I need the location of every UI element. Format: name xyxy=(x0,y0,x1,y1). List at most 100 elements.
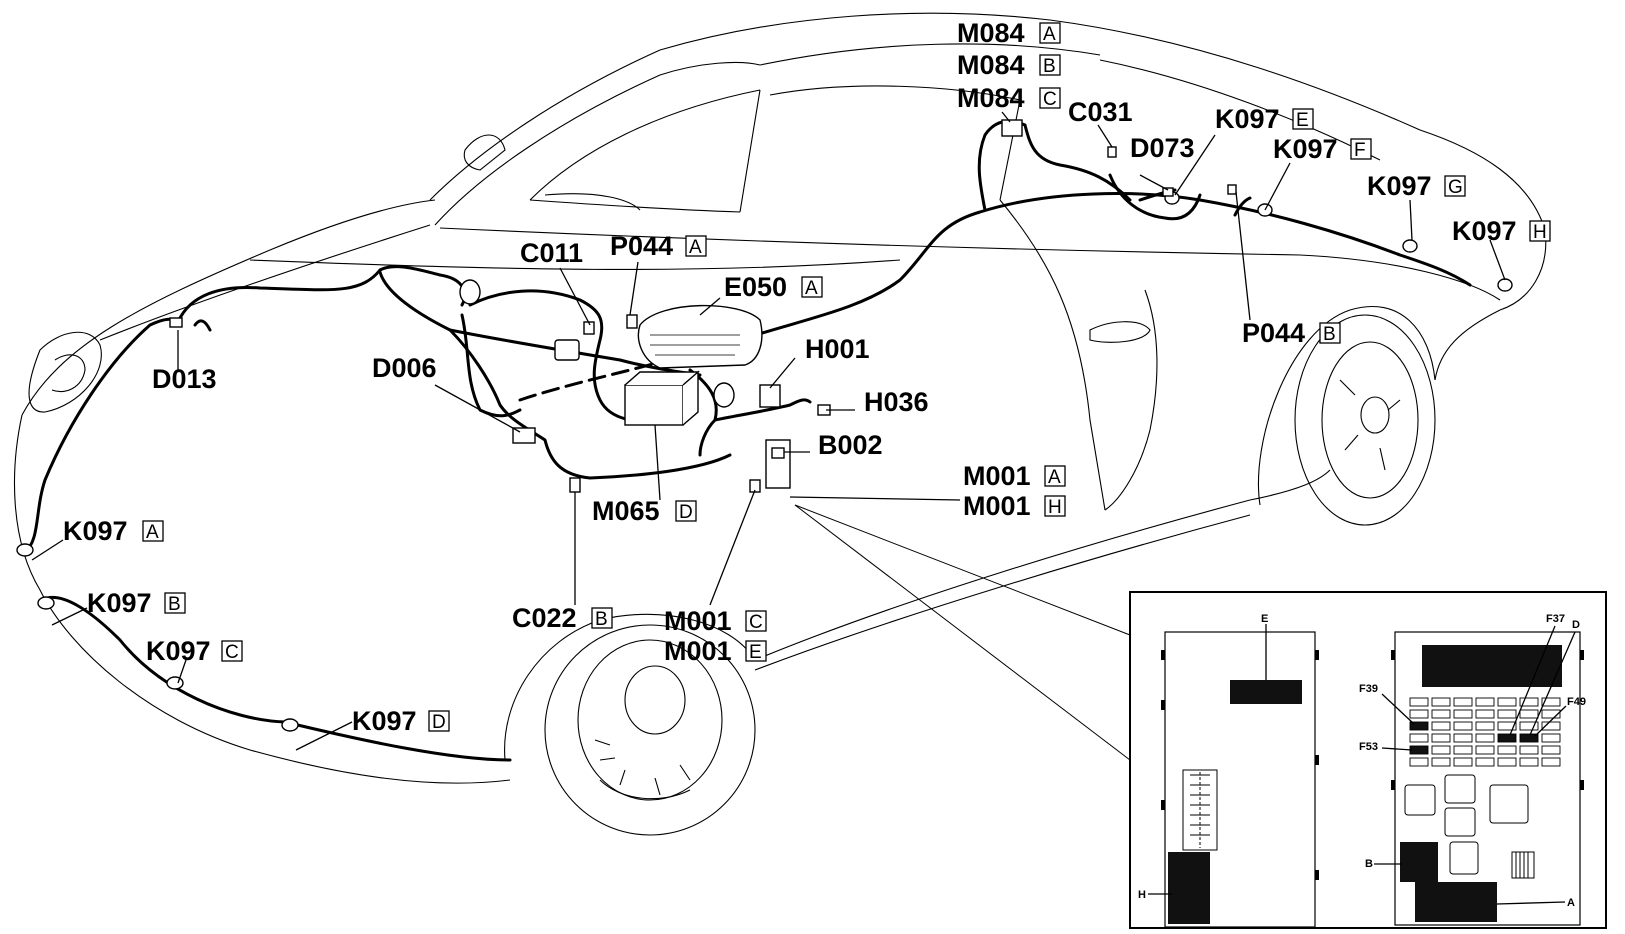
svg-text:C: C xyxy=(225,642,239,663)
relays xyxy=(1404,774,1535,879)
svg-text:P044: P044 xyxy=(610,231,673,261)
fusebox-m001 xyxy=(765,439,791,489)
label-m001e: M001 E xyxy=(664,636,767,666)
inset-label-f39: F39 xyxy=(1359,683,1378,695)
fusebox-inset: E H xyxy=(1129,591,1607,929)
svg-text:H: H xyxy=(1048,497,1062,518)
svg-text:D013: D013 xyxy=(152,364,217,394)
label-m084c: M084 C xyxy=(957,83,1061,113)
label-k097h: K097 H xyxy=(1452,216,1551,246)
front-harness-branch xyxy=(176,265,467,324)
svg-text:H001: H001 xyxy=(805,334,870,364)
svg-text:A: A xyxy=(805,278,818,299)
svg-text:C: C xyxy=(749,612,763,633)
inset-label-b: B xyxy=(1365,858,1373,870)
component-labels: K097 A K097 B K097 C K097 D M084 A M084 … xyxy=(63,18,1551,736)
label-c011: C011 xyxy=(520,238,583,268)
svg-text:K097: K097 xyxy=(146,636,211,666)
connector-d073 xyxy=(1162,187,1174,197)
svg-text:B: B xyxy=(168,594,181,615)
connector-b-block xyxy=(1400,842,1438,882)
label-k097a: K097 A xyxy=(63,516,164,546)
label-m001c: M001 C xyxy=(664,606,767,636)
svg-text:M001: M001 xyxy=(664,636,732,666)
sensor-k097c xyxy=(166,676,184,690)
connector-h-block xyxy=(1168,852,1210,924)
sensor-k097h xyxy=(1497,278,1513,292)
svg-text:M084: M084 xyxy=(957,18,1025,48)
label-h036: H036 xyxy=(864,387,929,417)
inset-label-f53: F53 xyxy=(1359,741,1378,753)
rear-harness xyxy=(738,192,1472,342)
svg-text:G: G xyxy=(1448,177,1463,198)
unit-m084 xyxy=(1001,119,1023,137)
svg-text:K097: K097 xyxy=(1215,104,1280,134)
module-m065 xyxy=(624,384,684,426)
connector-p044b xyxy=(1227,184,1237,195)
svg-text:M065: M065 xyxy=(592,496,660,526)
svg-text:H036: H036 xyxy=(864,387,929,417)
connector-d-block xyxy=(1422,645,1562,687)
svg-text:B: B xyxy=(595,609,608,630)
svg-text:B002: B002 xyxy=(818,430,883,460)
connector-a-block xyxy=(1415,882,1497,922)
label-p044b: P044 B xyxy=(1242,318,1341,348)
label-e050a: E050 A xyxy=(724,272,823,302)
unit-h001 xyxy=(759,384,781,408)
connector-p044a xyxy=(626,314,638,329)
svg-text:E: E xyxy=(749,642,762,663)
svg-text:D006: D006 xyxy=(372,353,437,383)
svg-text:A: A xyxy=(689,237,702,258)
label-k097g: K097 G xyxy=(1367,171,1466,201)
label-m001h: M001 H xyxy=(963,491,1066,521)
connector-d013 xyxy=(169,317,183,328)
svg-text:K097: K097 xyxy=(1367,171,1432,201)
svg-text:P044: P044 xyxy=(1242,318,1305,348)
svg-text:A: A xyxy=(146,522,159,543)
svg-text:B: B xyxy=(1323,324,1336,345)
svg-text:M001: M001 xyxy=(664,606,732,636)
label-k097e: K097 E xyxy=(1215,104,1314,134)
label-h001: H001 xyxy=(805,334,870,364)
label-p044a: P044 A xyxy=(610,231,707,261)
svg-text:E050: E050 xyxy=(724,272,787,302)
svg-text:B: B xyxy=(1043,56,1056,77)
svg-text:K097: K097 xyxy=(63,516,128,546)
label-k097c: K097 C xyxy=(146,636,243,666)
label-d073: D073 xyxy=(1130,133,1195,163)
svg-text:M084: M084 xyxy=(957,50,1025,80)
unit-h001-b xyxy=(713,382,735,408)
fuse-grid xyxy=(1409,697,1561,767)
label-m084b: M084 B xyxy=(957,50,1061,80)
svg-text:D: D xyxy=(679,502,693,523)
svg-text:K097: K097 xyxy=(87,588,152,618)
svg-text:C022: C022 xyxy=(512,603,577,633)
label-m001a: M001 A xyxy=(963,461,1066,491)
svg-text:D073: D073 xyxy=(1130,133,1195,163)
label-c022b: C022 B xyxy=(512,603,613,633)
label-d013: D013 xyxy=(152,364,217,394)
sensor-k097b xyxy=(37,596,55,610)
svg-text:K097: K097 xyxy=(352,706,417,736)
svg-text:H: H xyxy=(1533,222,1547,243)
svg-text:C: C xyxy=(1043,89,1057,110)
svg-text:K097: K097 xyxy=(1273,134,1338,164)
sensor-k097d xyxy=(281,718,299,732)
horn xyxy=(459,279,481,305)
label-m084a: M084 A xyxy=(957,18,1061,48)
label-k097b: K097 B xyxy=(87,588,186,618)
label-d006: D006 xyxy=(372,353,437,383)
inset-label-e: E xyxy=(1261,613,1268,625)
inset-label-f37: F37 xyxy=(1546,613,1565,625)
label-c031: C031 xyxy=(1068,97,1133,127)
label-k097f: K097 F xyxy=(1273,134,1372,164)
connector-c031 xyxy=(1107,146,1117,158)
car-body-outline xyxy=(14,12,1547,836)
svg-text:M084: M084 xyxy=(957,83,1025,113)
svg-text:D: D xyxy=(432,712,446,733)
inset-label-h: H xyxy=(1138,889,1146,901)
inset-label-d: D xyxy=(1572,619,1580,631)
front-bumper-harness xyxy=(23,317,512,762)
relay-b002 xyxy=(771,447,785,459)
